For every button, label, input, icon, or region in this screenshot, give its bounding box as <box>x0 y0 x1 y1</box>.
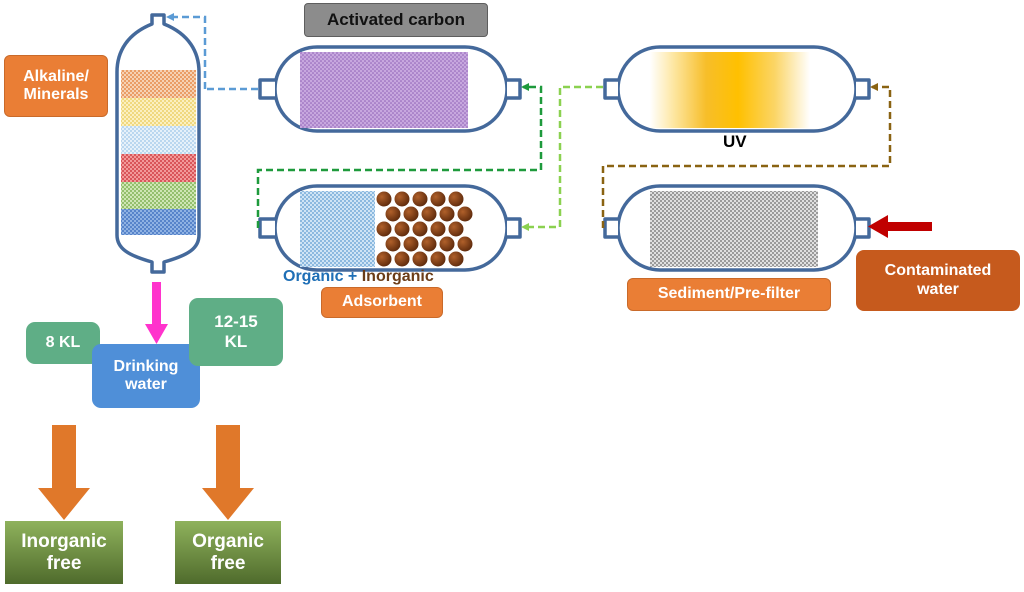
drinking-line2: water <box>125 376 167 393</box>
adsorbent-bead <box>385 236 401 252</box>
adsorbent-bead <box>394 221 410 237</box>
adsorbent-bead <box>394 191 410 207</box>
drinking-water-label: Drinking water <box>92 344 200 408</box>
adsorbent-bead <box>394 251 410 267</box>
kl-8-label: 8 KL <box>26 322 100 364</box>
adsorbent-beads <box>376 191 473 267</box>
drinking-line1: Drinking <box>113 357 179 375</box>
uv-vessel <box>603 45 871 133</box>
sediment-prefilter-text: Sediment/Pre-filter <box>657 285 801 303</box>
adsorbent-bead <box>457 236 473 252</box>
adsorbent-bead <box>439 236 455 252</box>
flow-sediment-to-uv <box>601 83 892 228</box>
adsorbent-bead <box>421 236 437 252</box>
adsorbent-bead <box>457 206 473 222</box>
adsorbent-bead <box>412 191 428 207</box>
organic-inorganic-caption: Organic + Inorganic <box>283 268 434 286</box>
adsorbent-bead <box>376 251 392 267</box>
adsorbent-label: Adsorbent <box>321 287 443 318</box>
adsorbent-bead <box>376 191 392 207</box>
sediment-prefilter-vessel <box>603 184 871 272</box>
adsorbent-bead <box>430 191 446 207</box>
adsorbent-bead <box>385 206 401 222</box>
inorganic-free-label: Inorganic free <box>5 521 123 584</box>
kl-12-15-label: 12-15 KL <box>189 298 283 366</box>
alkaline-minerals-label: Alkaline/ Minerals <box>4 55 108 117</box>
sediment-prefilter-label: Sediment/Pre-filter <box>627 278 831 311</box>
organic-free-label: Organic free <box>175 521 281 584</box>
alkaline-minerals-line2: Minerals <box>23 86 89 103</box>
alkaline-mineral-cartridge <box>115 13 201 274</box>
kl-12-15-line2: KL <box>224 332 248 351</box>
contaminated-line2: water <box>917 280 959 298</box>
inorganic-free-line2: free <box>46 552 82 574</box>
activated-carbon-label: Activated carbon <box>304 3 488 37</box>
adsorbent-bead <box>448 191 464 207</box>
activated-carbon-vessel <box>258 45 522 133</box>
adsorbent-bead <box>448 221 464 237</box>
organic-text: Organic <box>283 268 344 285</box>
kl-12-15-line1: 12-15 <box>214 312 258 332</box>
contaminated-inlet-arrow <box>868 215 932 238</box>
adsorbent-bead <box>412 251 428 267</box>
uv-label: UV <box>723 132 747 151</box>
adsorbent-text: Adsorbent <box>342 293 422 311</box>
kl-8-text: 8 KL <box>45 333 81 351</box>
adsorbent-bead <box>412 221 428 237</box>
organic-free-line2: free <box>210 552 246 574</box>
adsorbent-vessel <box>258 184 522 272</box>
alkaline-minerals-line1: Alkaline/ <box>23 67 89 85</box>
activated-carbon-text: Activated carbon <box>327 10 465 30</box>
adsorbent-bead <box>403 206 419 222</box>
adsorbent-bead <box>403 236 419 252</box>
flow-adsorbent-to-carbon <box>256 83 543 228</box>
adsorbent-bead <box>430 221 446 237</box>
inorganic-text: Inorganic <box>361 268 434 285</box>
adsorbent-bead <box>448 251 464 267</box>
drinking-water-arrow <box>145 282 168 344</box>
adsorbent-bead <box>421 206 437 222</box>
adsorbent-bead <box>430 251 446 267</box>
inorganic-free-arrow <box>38 425 90 520</box>
contaminated-line1: Contaminated <box>884 262 992 280</box>
organic-free-line1: Organic <box>192 530 264 552</box>
flow-uv-to-adsorbent <box>521 85 603 231</box>
adsorbent-bead <box>439 206 455 222</box>
inorganic-free-line1: Inorganic <box>21 530 107 552</box>
plus-text: + <box>347 268 358 285</box>
contaminated-water-label: Contaminated water <box>856 250 1020 311</box>
flow-carbon-to-cartridge <box>168 17 258 91</box>
adsorbent-bead <box>376 221 392 237</box>
organic-free-arrow <box>202 425 254 520</box>
